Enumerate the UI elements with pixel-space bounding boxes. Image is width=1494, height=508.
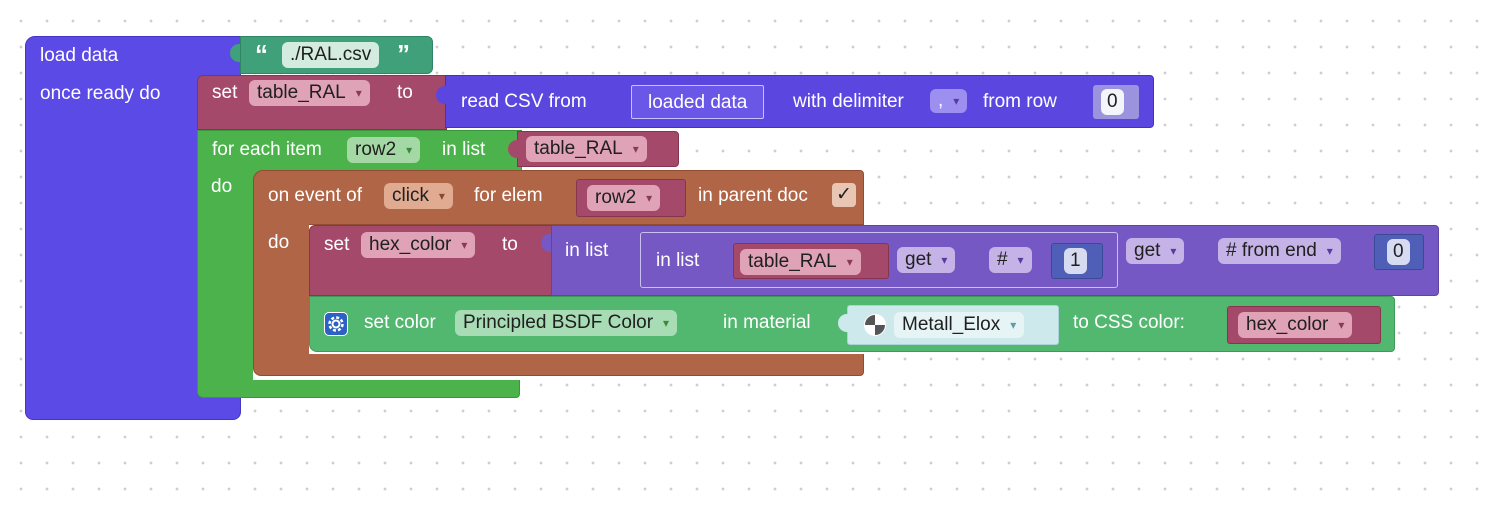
outer-from-end-dropdown[interactable]: # from end [1218,238,1341,264]
read-csv-block[interactable]: read CSV from loaded data with delimiter… [445,75,1154,128]
material-dropdown[interactable]: Metall_Elox [894,312,1025,338]
row-number-block[interactable]: 0 [1093,85,1139,119]
connector-tab [508,140,518,158]
read-csv-label: read CSV from [461,91,587,112]
for-each-do-label: do [211,176,233,197]
load-data-label: load data [40,45,119,66]
connector-tab [230,44,240,62]
parent-doc-checkbox[interactable]: ✓ [832,183,856,207]
loaded-data-block[interactable]: loaded data [631,85,765,119]
once-ready-label: once ready do [40,83,161,104]
inner-index-field[interactable]: 1 [1064,248,1087,274]
css-color-label: to CSS color: [1073,312,1185,333]
close-quote-icon: ” [397,39,410,69]
for-each-body-bar [197,178,253,384]
gear-icon[interactable] [324,312,348,336]
file-name-field[interactable]: ./RAL.csv [282,42,380,68]
for-each-bottom [197,380,520,398]
on-event-block[interactable]: on event of click for elem row2 in paren… [253,170,864,225]
outer-index-field[interactable]: 0 [1387,239,1410,265]
connector-tab [436,86,446,104]
inner-index-block[interactable]: 1 [1051,243,1103,279]
row2-item-dropdown[interactable]: row2 [347,137,421,163]
material-ball-icon [864,314,886,336]
inner-table-ral-dropdown[interactable]: table_RAL [740,249,861,275]
connector-tab [838,314,848,332]
from-row-label: from row [983,91,1057,112]
delimiter-dropdown[interactable]: , [930,89,968,113]
row2-elem-dropdown[interactable]: row2 [587,185,661,211]
hex-color-dropdown[interactable]: hex_color [1238,312,1353,338]
inner-list-get-block[interactable]: in list table_RAL get # 1 [640,232,1118,288]
set-hex-to-label: to [502,234,518,255]
for-each-label: for each item [212,139,322,160]
open-quote-icon: “ [255,39,268,69]
set-table-ral-block[interactable]: set table_RAL to [197,75,447,130]
for-elem-label: for elem [474,185,543,206]
with-delimiter-label: with delimiter [793,91,904,112]
inner-where-dropdown[interactable]: # [989,247,1032,273]
set-label: set [212,82,238,103]
set-hex-color-block[interactable]: set hex_color to [309,225,553,296]
event-do-label: do [268,232,290,253]
in-list-label: in list [442,139,486,160]
in-material-label: in material [723,312,811,333]
hex-color-var-block[interactable]: hex_color [1227,306,1381,344]
outer-in-list-label: in list [565,240,609,261]
connector-tab [541,234,551,252]
color-property-dropdown[interactable]: Principled BSDF Color [455,310,678,336]
on-event-label: on event of [268,185,363,206]
row-number-field[interactable]: 0 [1101,89,1124,115]
inner-get-mode-dropdown[interactable]: get [897,247,956,273]
table-ral-list-var-block[interactable]: table_RAL [517,131,679,167]
outer-get-mode-dropdown[interactable]: get [1126,238,1185,264]
on-event-body-bar [253,224,309,359]
set-color-block[interactable]: set color Principled BSDF Color in mater… [309,296,1395,352]
set-hex-label: set [324,234,350,255]
table-ral-variable-dropdown[interactable]: table_RAL [249,80,370,106]
hex-color-variable-dropdown[interactable]: hex_color [361,232,476,258]
table-ral-list-dropdown[interactable]: table_RAL [526,136,647,162]
inner-table-ral-var-block[interactable]: table_RAL [733,243,889,279]
outer-index-block[interactable]: 0 [1374,234,1424,270]
material-block[interactable]: Metall_Elox [847,305,1059,345]
to-label: to [397,82,413,103]
row2-elem-var-block[interactable]: row2 [576,179,686,217]
set-color-label: set color [364,312,436,333]
parent-doc-label: in parent doc [698,185,808,206]
inner-in-list-label: in list [656,250,700,271]
file-text-block[interactable]: “ ./RAL.csv ” [240,36,433,74]
on-event-bottom [253,354,864,376]
event-type-dropdown[interactable]: click [384,183,453,209]
